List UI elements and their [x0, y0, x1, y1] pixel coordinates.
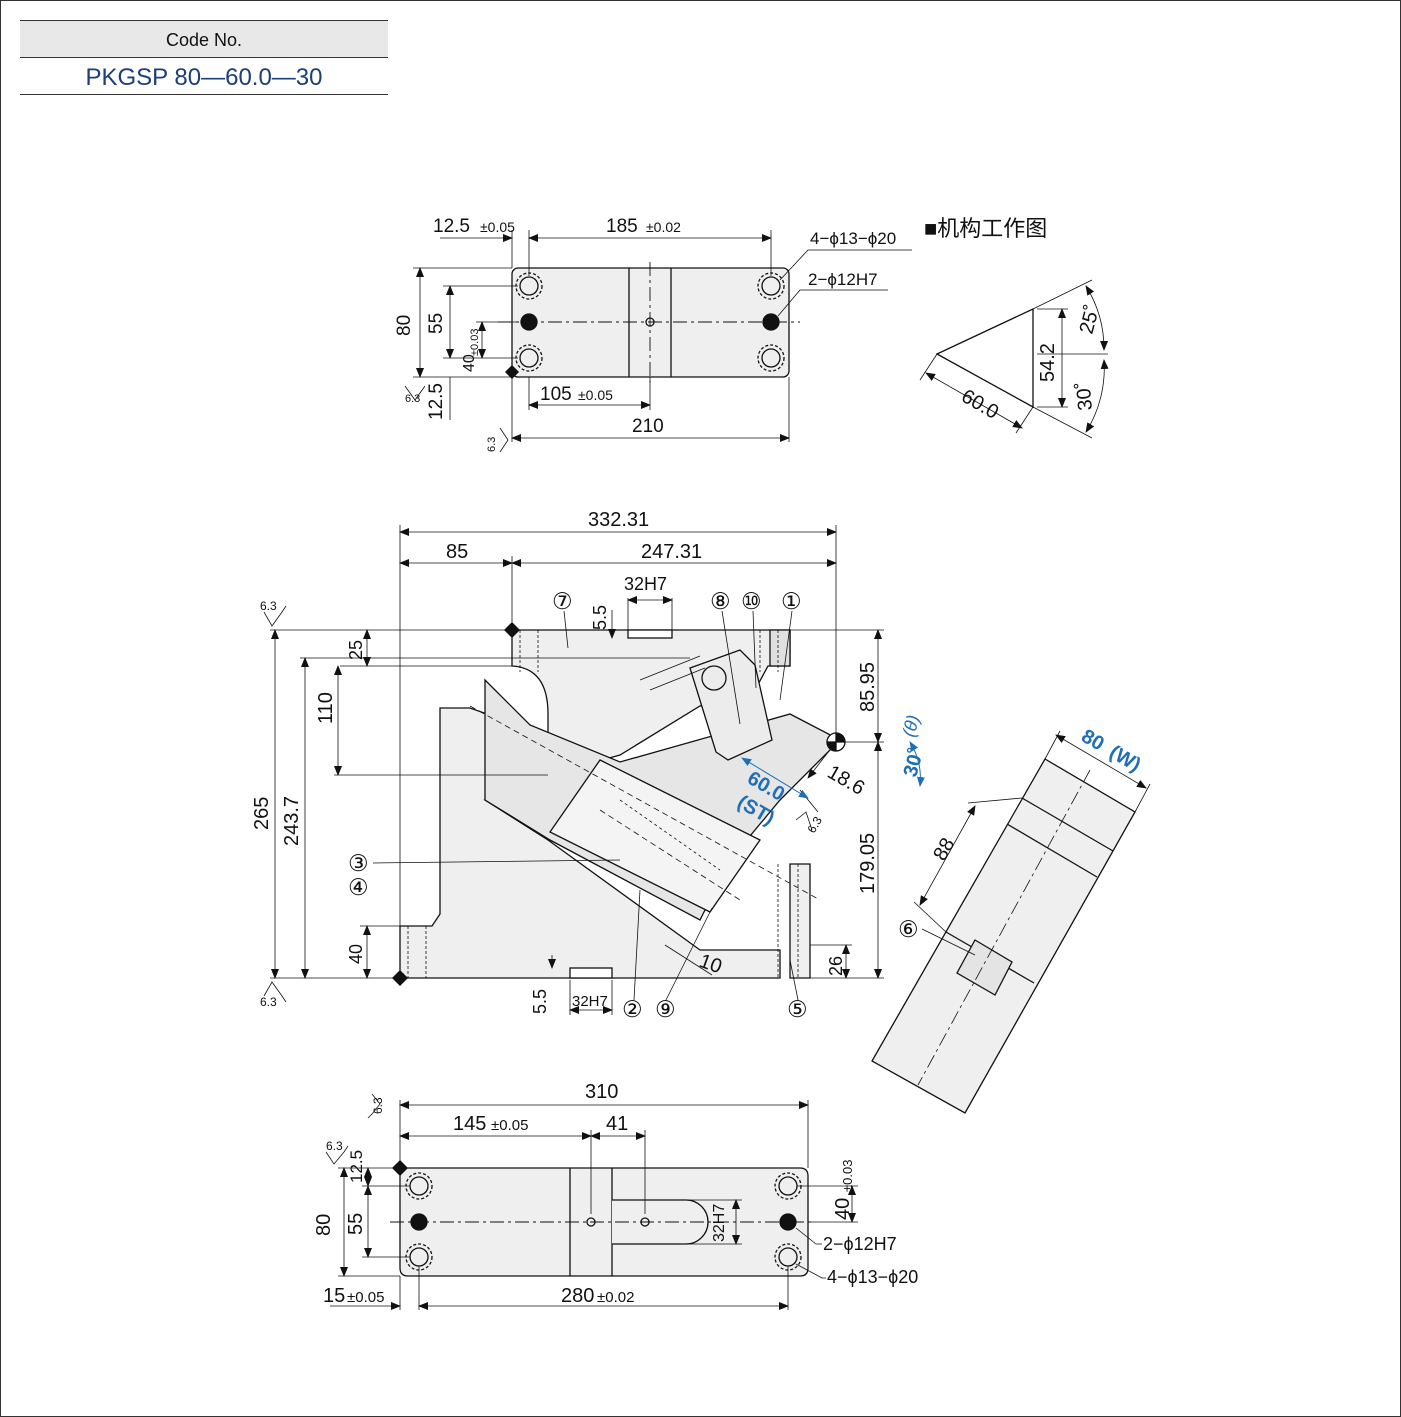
part-3: ③: [348, 850, 369, 876]
holes-2-bot: 2−ϕ12H7: [823, 1234, 897, 1254]
tol-145: ±0.05: [491, 1117, 528, 1134]
dim-5-5-top: 5.5: [590, 605, 610, 630]
part-8: ⑧: [710, 588, 731, 614]
dim-54-2: 54.2: [1037, 343, 1059, 382]
dim-12-5-bot: 12.5: [347, 1150, 366, 1183]
dim-85-95: 85.95: [857, 662, 879, 712]
dim-40-bot: 40: [832, 1198, 854, 1220]
dim-15: 15: [323, 1285, 345, 1307]
dim-18-6: 18.6: [824, 761, 869, 800]
tol-40-bot: ±0.03: [840, 1160, 855, 1192]
roughness-bot-2: 6.3: [326, 1139, 343, 1153]
top-view-labels: 12.5 ±0.05 185 ±0.02 4−ϕ13−ϕ20 2−ϕ12H7 8…: [394, 216, 896, 452]
part-2: ②: [622, 996, 643, 1022]
holes-4-label: 4−ϕ13−ϕ20: [810, 229, 896, 248]
dim-185: 185: [606, 216, 638, 237]
side-width: 80: [1078, 725, 1108, 755]
dim-247-31: 247.31: [641, 541, 702, 563]
tol-280: ±0.02: [597, 1289, 634, 1306]
tol-0-05b: ±0.05: [578, 387, 613, 403]
code-label: Code No.: [20, 20, 388, 58]
holes-2-label: 2−ϕ12H7: [808, 270, 878, 289]
dim-243-7: 243.7: [281, 796, 303, 846]
angle-theta: (θ): [899, 713, 924, 739]
stroke-indicators: [741, 741, 925, 799]
part-4: ④: [348, 874, 369, 900]
dim-280: 280: [561, 1285, 594, 1307]
dim-60-0: 60.0: [958, 385, 1003, 424]
dim-26: 26: [826, 956, 846, 976]
part-balloons: ① ② ③ ④ ⑤ ⑥ ⑦ ⑧ ⑨ ⑩: [348, 588, 919, 1022]
tol-0-03: ±0.03: [469, 329, 481, 356]
top-view: [404, 230, 912, 453]
holes-4-bot: 4−ϕ13−ϕ20: [827, 1267, 918, 1287]
dim-55: 55: [426, 313, 447, 334]
part-7: ⑦: [552, 588, 573, 614]
mechanism-labels: ■机构工作图 60.0 54.2 25˚ 30˚: [924, 216, 1104, 424]
dim-40: 40: [461, 354, 478, 372]
dim-145: 145: [453, 1113, 486, 1135]
angle-30-mech: 30˚: [1073, 381, 1097, 412]
roughness-top-2: 6.3: [486, 437, 498, 452]
bottom-view: [325, 1093, 858, 1310]
tol-0-05: ±0.05: [480, 219, 515, 235]
side-key: [956, 939, 1013, 996]
dim-80: 80: [394, 315, 415, 336]
part-10: ⑩: [741, 588, 762, 614]
dim-105: 105: [540, 384, 572, 405]
link-block: [689, 649, 773, 761]
dim-12-5b: 12.5: [426, 383, 447, 420]
top-plate: [511, 267, 790, 378]
mechanism-diagram: [919, 279, 1109, 439]
front-view: [392, 622, 846, 986]
mechanism-triangle: [935, 307, 1034, 409]
dim-12-5: 12.5: [433, 216, 470, 237]
dim-310: 310: [585, 1081, 618, 1103]
side-width-label: (W): [1106, 741, 1145, 776]
dim-25: 25: [346, 640, 366, 660]
tol-0-02: ±0.02: [646, 219, 681, 235]
dim-80-bot: 80: [313, 1214, 335, 1236]
angle-25: 25˚: [1076, 303, 1105, 337]
dim-265: 265: [251, 797, 273, 830]
base-right-block: [789, 863, 811, 979]
dim-110: 110: [315, 692, 337, 724]
part-1: ①: [781, 588, 802, 614]
side-view: [871, 730, 1151, 1114]
code-header: Code No. PKGSP 80—60.0—30: [20, 20, 388, 95]
part-9: ⑨: [655, 996, 676, 1022]
bottom-view-labels: 310 145 ±0.05 41 12.5 80 55 40 ±0.03 32H…: [313, 1081, 918, 1307]
dim-32h7: 32H7: [711, 1204, 728, 1242]
side-dim-88: 88: [929, 834, 959, 864]
dim-179-05: 179.05: [857, 833, 879, 894]
dim-32h7-top: 32H7: [624, 574, 667, 594]
dim-55-bot: 55: [345, 1213, 367, 1235]
tol-15: ±0.05: [347, 1289, 384, 1306]
mechanism-title: ■机构工作图: [924, 216, 1047, 241]
front-view-dims: [263, 525, 884, 1015]
dim-210: 210: [632, 416, 664, 437]
part-6: ⑥: [898, 916, 919, 942]
dim-332-31: 332.31: [588, 509, 649, 531]
roughness-top-1: 6.3: [405, 393, 420, 405]
roughness-front-2: 6.3: [260, 995, 277, 1009]
part-5: ⑤: [787, 996, 808, 1022]
dim-40-front: 40: [346, 944, 366, 964]
code-value: PKGSP 80—60.0—30: [20, 58, 388, 95]
dim-32h7-bot: 32H7: [572, 993, 608, 1010]
dim-5-5-bot: 5.5: [530, 989, 550, 1014]
dim-85: 85: [446, 541, 468, 563]
roughness-bot-1: 6.3: [371, 1097, 385, 1114]
roughness-front-1: 6.3: [260, 599, 277, 613]
dim-41: 41: [606, 1113, 628, 1135]
angle-30: 30˚: [899, 745, 929, 779]
side-block: [871, 758, 1136, 1114]
